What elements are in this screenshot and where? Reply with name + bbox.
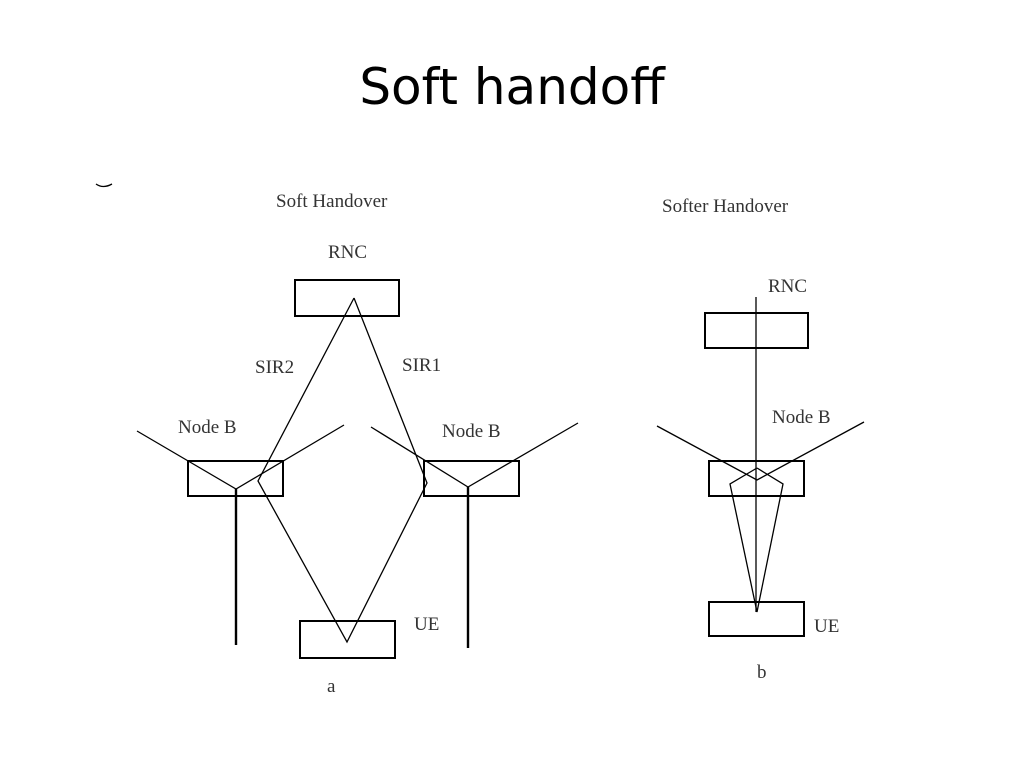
node-b-label-b: Node B	[772, 407, 831, 428]
caption-b: b	[757, 662, 767, 683]
ue-box-b	[708, 601, 805, 637]
slide-title: Soft handoff	[359, 58, 665, 116]
sir2-label: SIR2	[255, 357, 294, 378]
rnc-box-b	[704, 312, 809, 349]
node-b-box-b	[708, 460, 805, 497]
softer-handover-diagram: Softer Handover RNC Node B UE b	[656, 196, 865, 683]
soft-handover-diagram: Soft Handover RNC SIR2 SIR1 Node B Node …	[136, 191, 579, 697]
signal-paths-a	[257, 297, 428, 644]
rnc-label-b: RNC	[768, 276, 807, 297]
signal-paths-b	[729, 467, 784, 613]
node-b-left-label: Node B	[178, 417, 237, 438]
ue-label-a: UE	[414, 614, 439, 635]
sir1-label: SIR1	[402, 355, 441, 376]
ue-label-b: UE	[814, 616, 839, 637]
rnc-box-a	[294, 279, 400, 317]
antenna-left	[136, 424, 345, 490]
ue-box-a	[299, 620, 396, 659]
softer-handover-title: Softer Handover	[662, 196, 789, 217]
antenna-b	[656, 421, 865, 481]
rnc-label-a: RNC	[328, 242, 367, 263]
soft-handover-title: Soft Handover	[276, 191, 388, 212]
node-b-right-label: Node B	[442, 421, 501, 442]
node-b-right-box	[423, 460, 520, 497]
stray-mark	[95, 183, 113, 188]
caption-a: a	[327, 676, 336, 697]
